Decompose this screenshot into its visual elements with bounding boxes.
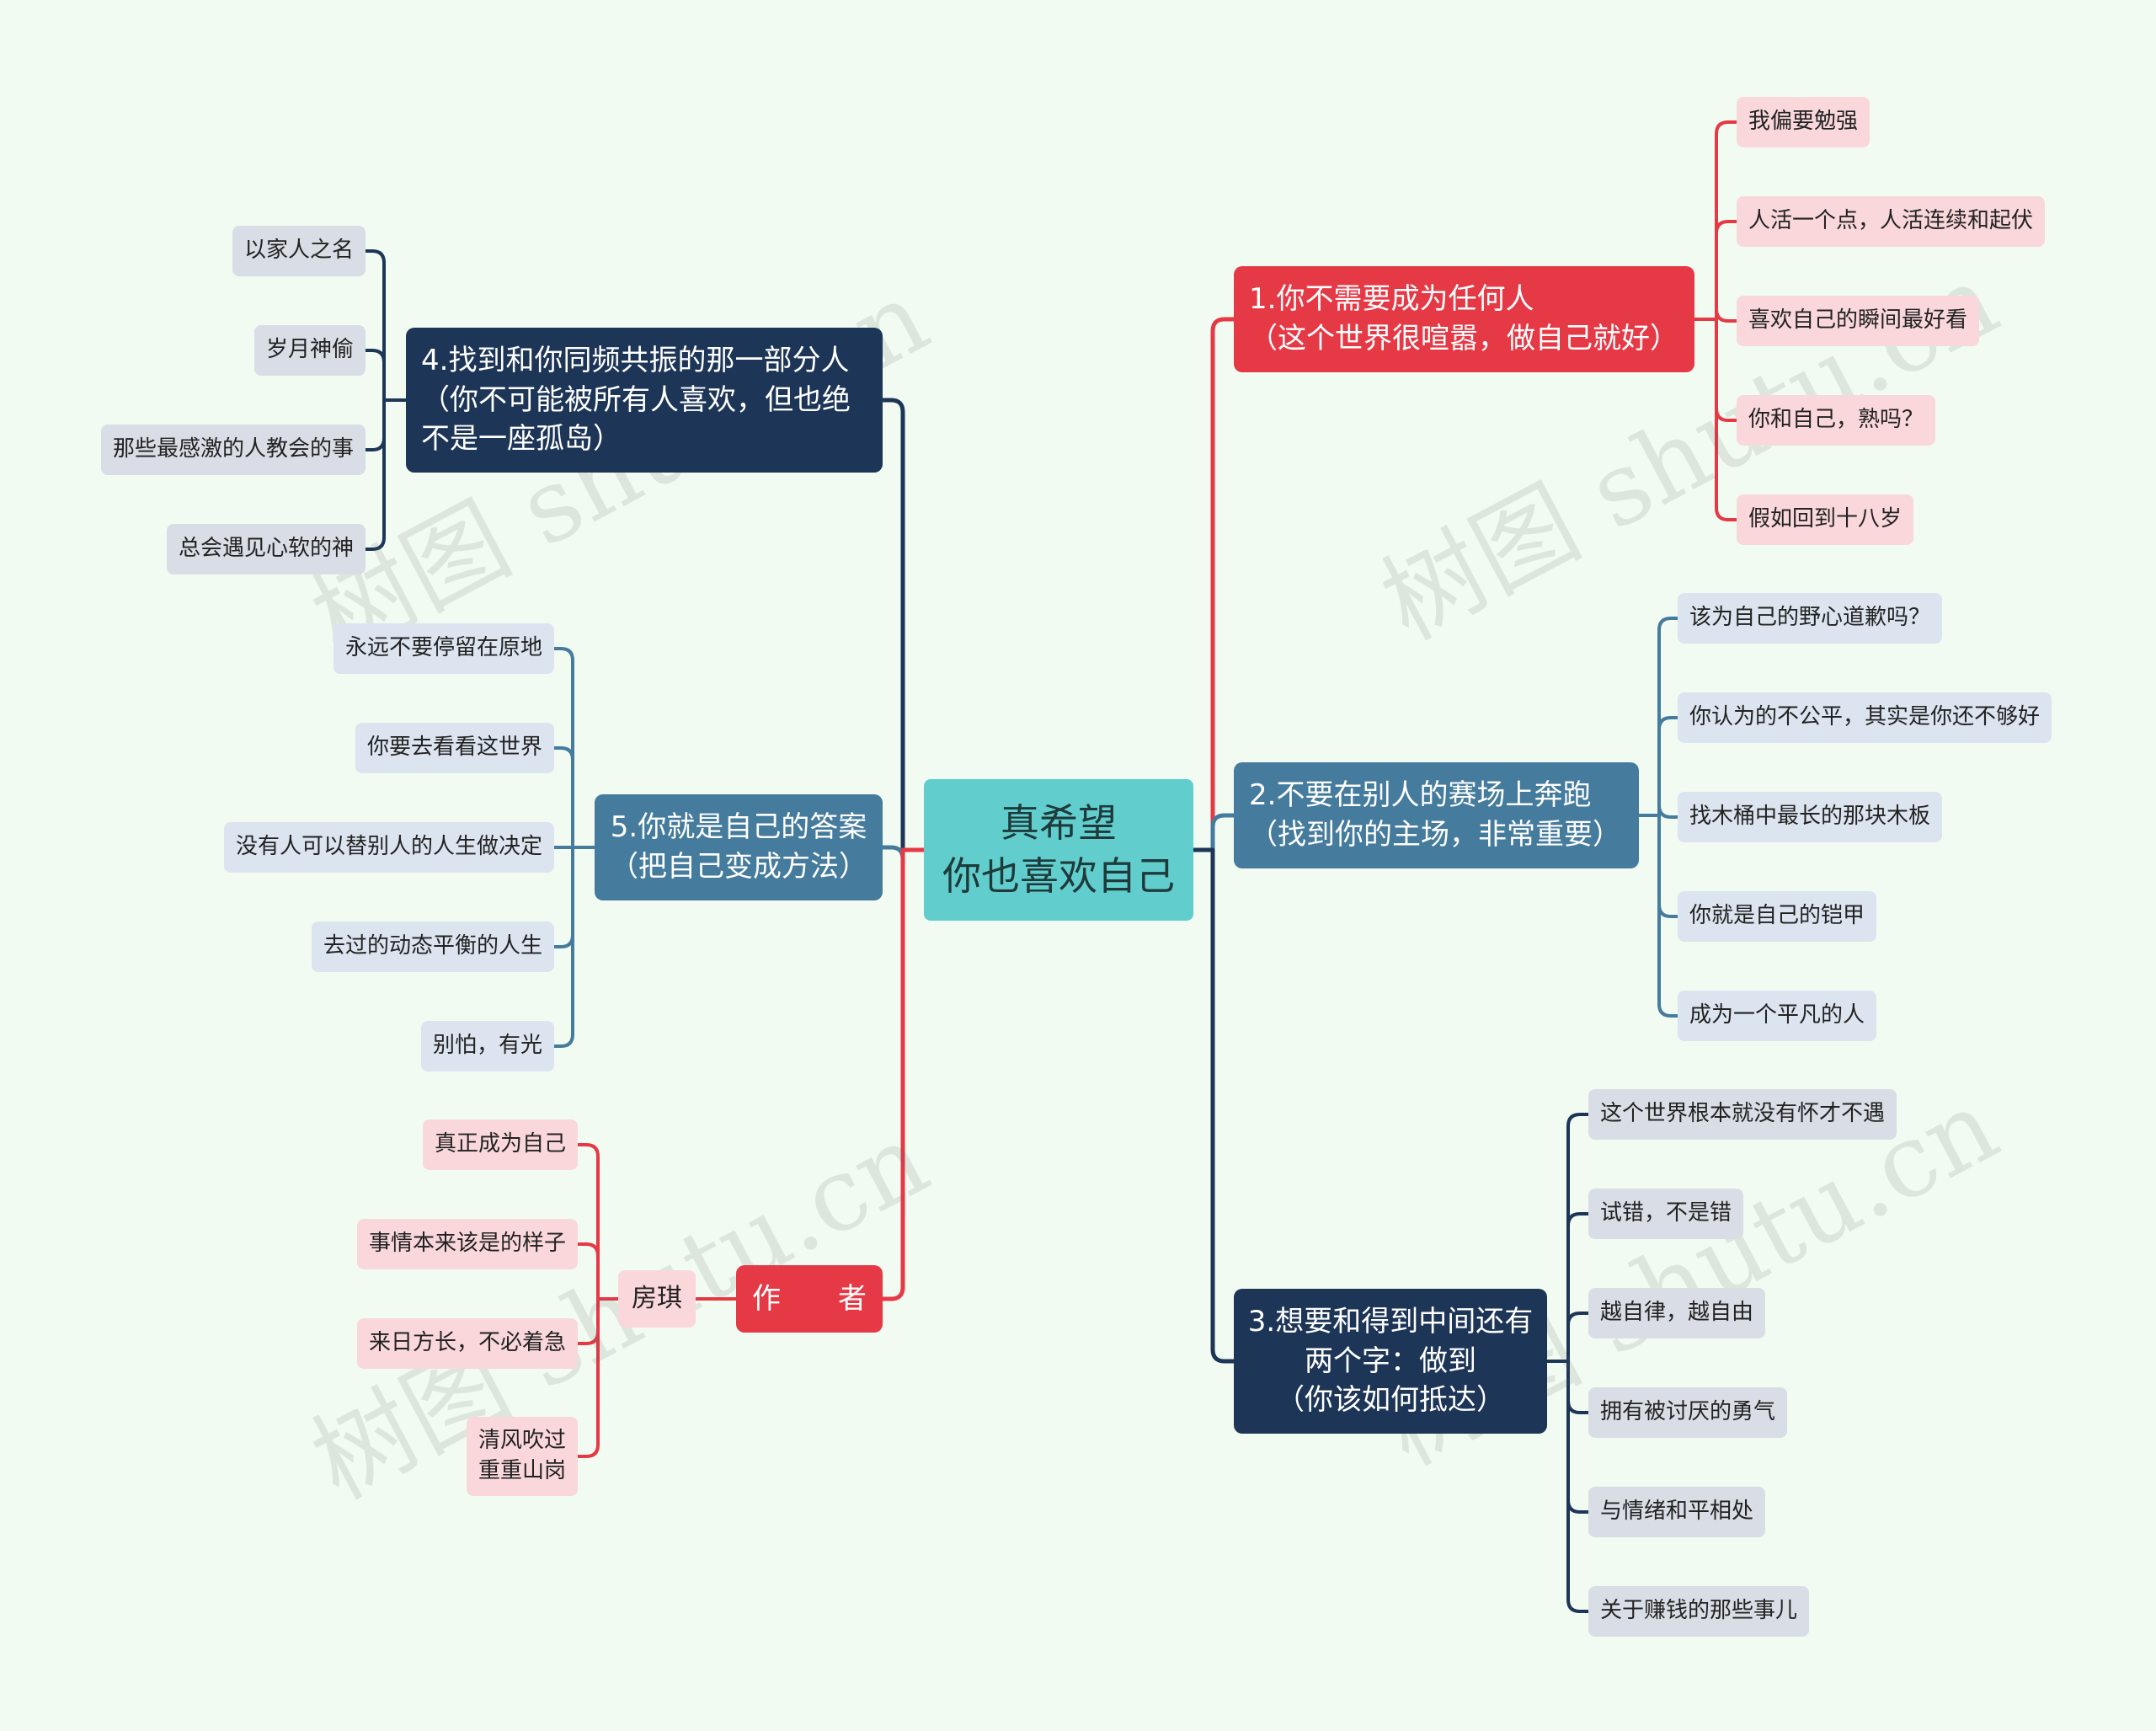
- branch-5-topic[interactable]: 5.你就是自己的答案 （把自己变成方法）: [595, 794, 883, 900]
- connector-line: [364, 349, 408, 402]
- topic-line: （你不可能被所有人喜欢，但也绝: [421, 382, 851, 417]
- author-item[interactable]: 事情本来该是的样子: [356, 1219, 578, 1269]
- connector-line: [552, 746, 596, 849]
- connector-line: [1191, 847, 1236, 1364]
- central-topic-line: 你也喜欢自己: [942, 853, 1175, 899]
- topic-line: 5.你就是自己的答案: [610, 810, 867, 845]
- branch-2-topic[interactable]: 2.不要在别人的赛场上奔跑 （找到你的主场，非常重要）: [1234, 762, 1639, 868]
- connector-line: [1693, 120, 1738, 321]
- connector-line: [364, 398, 408, 551]
- topic-line: 两个字：做到: [1305, 1344, 1476, 1378]
- connector-line: [576, 1242, 620, 1301]
- branch-3-item[interactable]: 拥有被讨厌的勇气: [1588, 1387, 1788, 1438]
- branch-4-item[interactable]: 总会遇见心软的神: [166, 524, 366, 574]
- connector-line: [1191, 813, 1236, 852]
- branch-1-item[interactable]: 喜欢自己的瞬间最好看: [1737, 296, 1980, 346]
- connector-line: [364, 249, 408, 402]
- branch-2-item[interactable]: 成为一个平凡的人: [1678, 991, 1877, 1041]
- topic-line: （你该如何抵达）: [1276, 1383, 1505, 1418]
- branch-3-item[interactable]: 关于赚钱的那些事儿: [1588, 1586, 1810, 1637]
- connector-line: [1637, 716, 1679, 817]
- topic-line: 4.找到和你同频共振的那一部分人: [421, 343, 850, 377]
- connector-line: [1545, 1312, 1590, 1363]
- branch-3-item[interactable]: 试错，不是错: [1588, 1189, 1744, 1239]
- branch-4-item[interactable]: 岁月神偷: [253, 325, 366, 376]
- branch-2-item[interactable]: 找木桶中最长的那块木板: [1678, 792, 1943, 842]
- branch-1-item[interactable]: 我偏要勉强: [1737, 97, 1870, 147]
- branch-1-topic[interactable]: 1.你不需要成为任何人 （这个世界很喧嚣，做自己就好）: [1234, 266, 1694, 372]
- connector-line: [1637, 814, 1679, 1018]
- branch-2-item[interactable]: 你认为的不公平，其实是你还不够好: [1678, 692, 2052, 743]
- branch-5-item[interactable]: 永远不要停留在原地: [333, 623, 554, 674]
- author-item[interactable]: 来日方长，不必着急: [356, 1318, 578, 1369]
- connector-line: [576, 1143, 620, 1301]
- topic-line: （这个世界很喧嚣，做自己就好）: [1249, 322, 1678, 355]
- connector-line: [1693, 307, 1738, 323]
- author-item[interactable]: 清风吹过 重重山岗: [466, 1417, 578, 1496]
- connector-line: [1637, 804, 1679, 819]
- connector-line: [1191, 317, 1236, 852]
- connector-line: [1693, 318, 1738, 521]
- branch-3-topic[interactable]: 3.想要和得到中间还有 两个字：做到 （你该如何抵达）: [1234, 1289, 1547, 1434]
- connector-line: [1693, 220, 1738, 321]
- author-item[interactable]: 真正成为自己: [422, 1119, 578, 1170]
- branch-5-item[interactable]: 别怕，有光: [420, 1021, 554, 1071]
- topic-line: 3.想要和得到中间还有: [1247, 1304, 1534, 1338]
- connector-line: [1545, 1113, 1590, 1363]
- author-item-line: 清风吹过: [478, 1428, 566, 1454]
- author-item-line: 重重山岗: [478, 1458, 566, 1483]
- connector-line: [880, 398, 926, 852]
- branch-4-topic[interactable]: 4.找到和你同频共振的那一部分人 （你不可能被所有人喜欢，但也绝 不是一座孤岛）: [406, 328, 883, 473]
- branch-1-item[interactable]: 人活一个点，人活连续和起伏: [1737, 196, 2046, 247]
- branch-3-item[interactable]: 与情绪和平相处: [1588, 1487, 1766, 1537]
- topic-line: 1.你不需要成为任何人: [1249, 282, 1534, 317]
- branch-5-item[interactable]: 你要去看看这世界: [355, 723, 554, 773]
- connector-line: [552, 846, 596, 1048]
- branch-1-item[interactable]: 假如回到十八岁: [1737, 494, 1914, 545]
- topic-line: （把自己变成方法）: [610, 850, 867, 884]
- topic-line: 2.不要在别人的赛场上奔跑: [1249, 778, 1592, 813]
- author-topic[interactable]: 作 者: [736, 1265, 883, 1333]
- branch-5-item[interactable]: 没有人可以替别人的人生做决定: [223, 822, 554, 873]
- central-topic-line: 真希望: [1001, 799, 1117, 846]
- branch-2-item[interactable]: 该为自己的野心道歉吗？: [1678, 593, 1943, 644]
- connector-line: [1637, 617, 1679, 817]
- branch-4-item[interactable]: 那些最感激的人教会的事: [100, 425, 366, 475]
- branch-1-item[interactable]: 你和自己，熟吗？: [1737, 395, 1936, 446]
- connector-line: [880, 847, 926, 1301]
- topic-line: （找到你的主场，非常重要）: [1249, 818, 1621, 852]
- topic-line: 不是一座孤岛）: [421, 422, 622, 457]
- connector-line: [552, 647, 596, 849]
- central-topic[interactable]: 真希望 你也喜欢自己: [924, 779, 1193, 921]
- connector-line: [1545, 1212, 1590, 1363]
- branch-3-item[interactable]: 越自律，越自由: [1588, 1288, 1766, 1338]
- branch-3-item[interactable]: 这个世界根本就没有怀才不遇: [1588, 1089, 1897, 1140]
- branch-2-item[interactable]: 你就是自己的铠甲: [1678, 891, 1877, 942]
- branch-5-item[interactable]: 去过的动态平衡的人生: [311, 922, 554, 972]
- connector-line: [1545, 1360, 1590, 1613]
- connector-line: [576, 1297, 620, 1458]
- branch-4-item[interactable]: 以家人之名: [232, 226, 366, 276]
- author-name[interactable]: 房琪: [618, 1270, 696, 1328]
